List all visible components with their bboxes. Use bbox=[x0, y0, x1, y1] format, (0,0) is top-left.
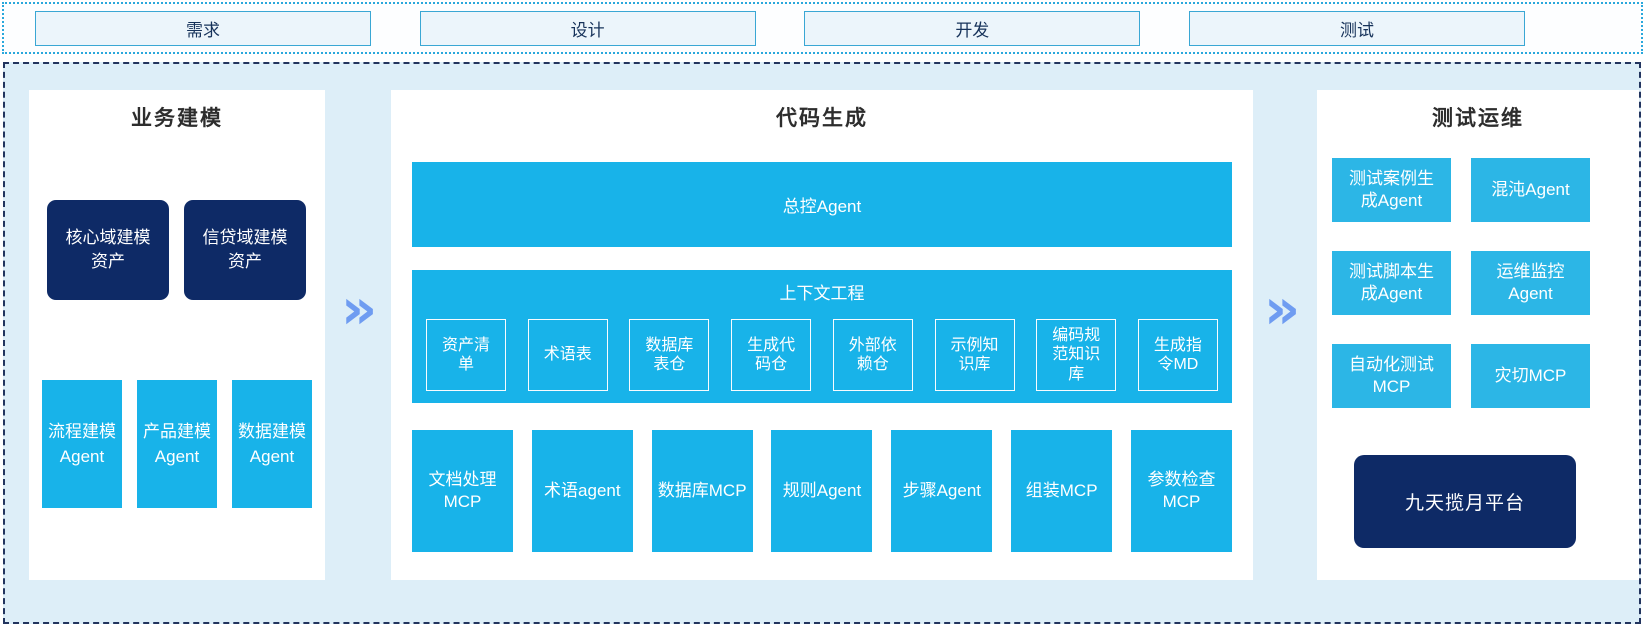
panel-title-test-ops: 测试运维 bbox=[1432, 107, 1524, 130]
panel-test-ops: 测试运维 测试案例生成Agent 混沌Agent 测试脚本生成Agent 运维监… bbox=[1317, 90, 1639, 580]
panel-title-code-generation: 代码生成 bbox=[776, 107, 868, 130]
box-automated-testing-mcp: 自动化测试MCP bbox=[1332, 344, 1451, 408]
flow-arrow-icon: » bbox=[1264, 277, 1301, 342]
test-ops-row: 测试脚本生成Agent 运维监控Agent bbox=[1332, 251, 1590, 315]
test-ops-grid: 测试案例生成Agent 混沌Agent 测试脚本生成Agent 运维监控Agen… bbox=[1332, 158, 1590, 437]
modeling-agent-row: 流程建模Agent 产品建模Agent 数据建模Agent bbox=[42, 380, 312, 508]
panel-business-modeling: 业务建模 核心域建模资产 信贷域建模资产 流程建模Agent 产品建模Agent… bbox=[29, 90, 325, 580]
phase-box-testing: 测试 bbox=[1188, 10, 1525, 46]
box-rule-agent: 规则Agent bbox=[771, 430, 873, 552]
box-credit-domain-assets: 信贷域建模资产 bbox=[184, 200, 306, 300]
box-step-agent: 步骤Agent bbox=[891, 430, 993, 552]
test-ops-row: 自动化测试MCP 灾切MCP bbox=[1332, 344, 1590, 408]
box-assembly-mcp: 组装MCP bbox=[1011, 430, 1113, 552]
box-ops-monitoring-agent: 运维监控Agent bbox=[1471, 251, 1590, 315]
box-chaos-agent: 混沌Agent bbox=[1471, 158, 1590, 222]
box-test-case-generation-agent: 测试案例生成Agent bbox=[1332, 158, 1451, 222]
box-document-processing-mcp: 文档处理MCP bbox=[412, 430, 513, 552]
box-external-dependency-repo: 外部依赖仓 bbox=[832, 319, 913, 391]
context-engineering-container: 上下文工程 资产清单 术语表 数据库表仓 生成代码仓 外部依赖仓 示例知识库 编… bbox=[412, 270, 1232, 403]
panel-title-business-modeling: 业务建模 bbox=[131, 107, 223, 130]
box-master-agent: 总控Agent bbox=[412, 162, 1232, 247]
worker-row: 文档处理MCP 术语agent 数据库MCP 规则Agent 步骤Agent 组… bbox=[412, 430, 1232, 552]
box-coding-standard-knowledge-base: 编码规范知识库 bbox=[1036, 319, 1117, 391]
box-terminology-agent: 术语agent bbox=[531, 430, 633, 552]
box-jiutian-lanyue-platform: 九天揽月平台 bbox=[1354, 455, 1576, 548]
phase-box-development: 开发 bbox=[804, 10, 1141, 46]
box-asset-list: 资产清单 bbox=[426, 319, 506, 391]
context-engineering-title: 上下文工程 bbox=[779, 284, 865, 303]
phase-box-design: 设计 bbox=[419, 10, 756, 46]
box-disaster-switch-mcp: 灾切MCP bbox=[1471, 344, 1590, 408]
box-generated-code-repo: 生成代码仓 bbox=[731, 319, 812, 391]
phase-box-requirements: 需求 bbox=[35, 10, 371, 46]
panel-code-generation: 代码生成 总控Agent 上下文工程 资产清单 术语表 数据库表仓 生成代码仓 … bbox=[391, 90, 1253, 580]
box-glossary: 术语表 bbox=[527, 319, 608, 391]
main-region: 业务建模 核心域建模资产 信贷域建模资产 流程建模Agent 产品建模Agent… bbox=[3, 62, 1641, 624]
box-db-table-repo: 数据库表仓 bbox=[629, 319, 710, 391]
modeling-asset-row: 核心域建模资产 信贷域建模资产 bbox=[47, 200, 306, 300]
context-engineering-items: 资产清单 术语表 数据库表仓 生成代码仓 外部依赖仓 示例知识库 编码规范知识库… bbox=[426, 319, 1218, 391]
box-product-modeling-agent: 产品建模Agent bbox=[137, 380, 217, 508]
box-data-modeling-agent: 数据建模Agent bbox=[232, 380, 312, 508]
box-parameter-check-mcp: 参数检查MCP bbox=[1130, 430, 1232, 552]
test-ops-row: 测试案例生成Agent 混沌Agent bbox=[1332, 158, 1590, 222]
box-process-modeling-agent: 流程建模Agent bbox=[42, 380, 122, 508]
box-test-script-generation-agent: 测试脚本生成Agent bbox=[1332, 251, 1451, 315]
box-database-mcp: 数据库MCP bbox=[651, 430, 753, 552]
box-example-knowledge-base: 示例知识库 bbox=[934, 319, 1015, 391]
phase-strip: 需求 设计 开发 测试 bbox=[2, 2, 1643, 54]
box-core-domain-assets: 核心域建模资产 bbox=[47, 200, 169, 300]
box-generation-instruction-md: 生成指令MD bbox=[1137, 319, 1218, 391]
flow-arrow-icon: » bbox=[341, 277, 378, 342]
